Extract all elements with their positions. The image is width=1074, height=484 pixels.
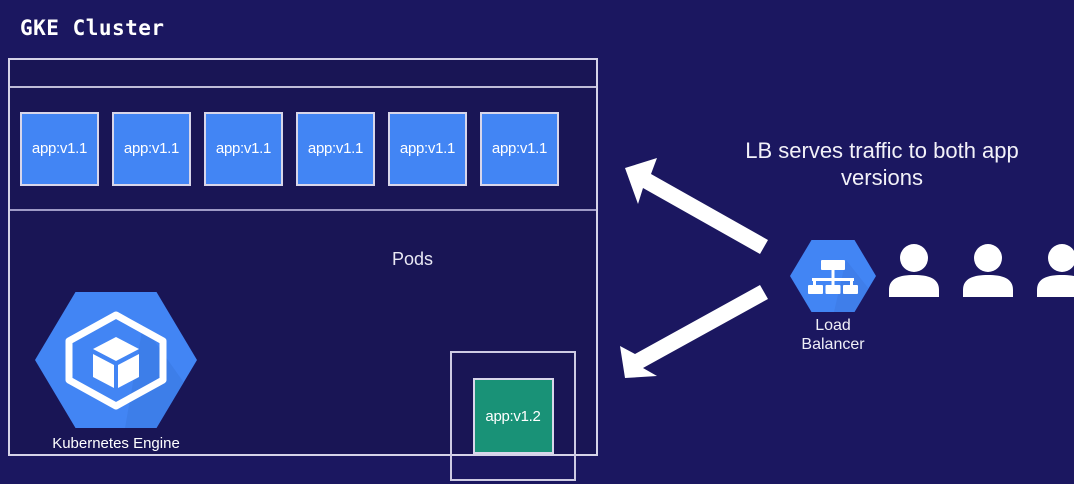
pod-label: app:v1.1	[123, 140, 180, 157]
cluster-header-strip	[10, 60, 596, 88]
kubernetes-engine-hexagon-icon	[35, 289, 197, 431]
pod-v2-container: app:v1.2	[450, 351, 576, 481]
lb-caption-line2: versions	[841, 164, 923, 190]
load-balancer-label: Load Balancer	[783, 316, 883, 354]
user-icon	[886, 243, 942, 297]
load-balancer-hexagon-icon	[790, 238, 876, 314]
pod-label: app:v1.1	[491, 140, 548, 157]
cluster-lower-area: Pods	[10, 211, 596, 481]
pod-app-v1-1[interactable]: app:v1.1	[480, 111, 559, 186]
lb-caption: LB serves traffic to both app versions	[700, 138, 1064, 192]
gke-cluster-container: app:v1.1 app:v1.1 app:v1.1 app:v1.1 app:…	[8, 58, 598, 481]
pod-label: app:v1.2	[485, 407, 541, 425]
pod-label: app:v1.1	[215, 140, 272, 157]
pod-label: app:v1.1	[307, 140, 364, 157]
kubernetes-engine-label: Kubernetes Engine	[52, 435, 180, 452]
arrow-to-v2-pod	[620, 285, 768, 378]
pod-label: app:v1.1	[399, 140, 456, 157]
pods-v1-row: app:v1.1 app:v1.1 app:v1.1 app:v1.1 app:…	[10, 88, 596, 211]
pod-app-v1-1[interactable]: app:v1.1	[388, 111, 467, 186]
lb-caption-line1: LB serves traffic to both app	[745, 138, 1019, 163]
load-balancer-label-line1: Load	[815, 317, 851, 334]
user-icon	[960, 243, 1016, 297]
pod-app-v1-2[interactable]: app:v1.2	[472, 378, 554, 454]
pod-app-v1-1[interactable]: app:v1.1	[112, 111, 191, 186]
pod-app-v1-1[interactable]: app:v1.1	[204, 111, 283, 186]
pod-app-v1-1[interactable]: app:v1.1	[20, 111, 99, 186]
user-icon	[1034, 243, 1074, 297]
pods-section-label: Pods	[392, 249, 434, 269]
page-title: GKE Cluster	[20, 16, 165, 40]
pod-label: app:v1.1	[31, 140, 88, 157]
load-balancer-node[interactable]: Load Balancer	[783, 238, 883, 354]
kubernetes-engine-logo: Kubernetes Engine	[30, 289, 202, 452]
users-group	[886, 243, 1074, 297]
pod-app-v1-1[interactable]: app:v1.1	[296, 111, 375, 186]
load-balancer-label-line2: Balancer	[801, 336, 865, 354]
